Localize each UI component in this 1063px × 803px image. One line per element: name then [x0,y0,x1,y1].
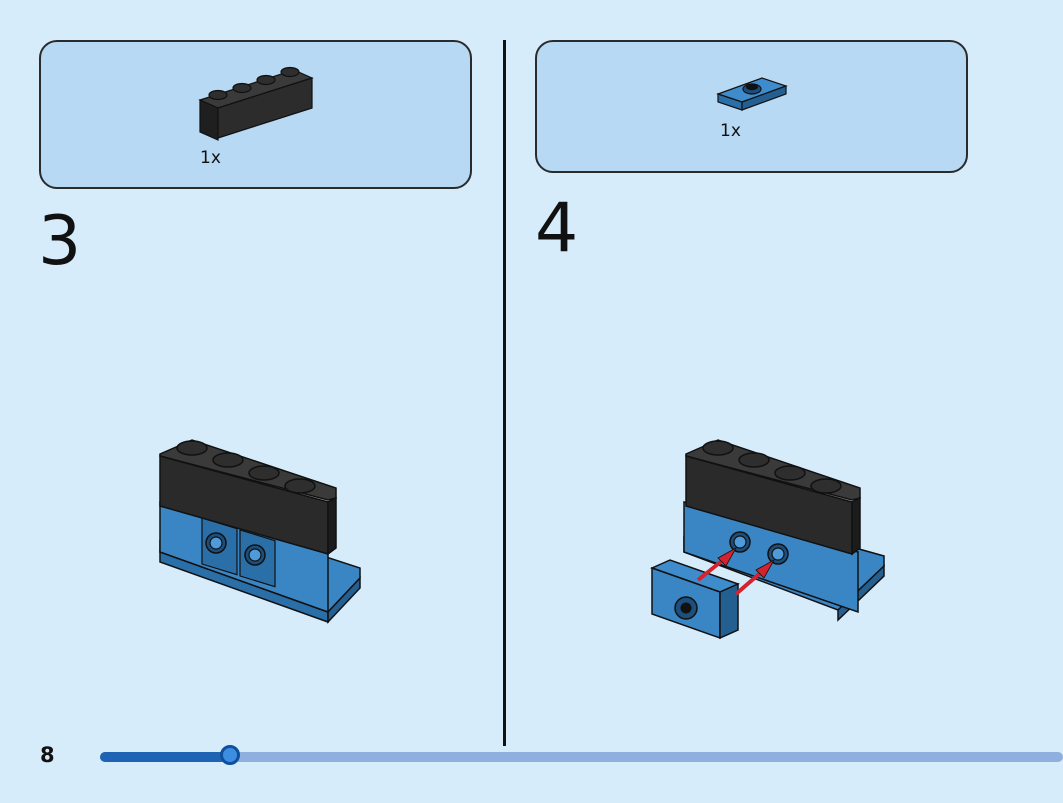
progress-track [100,752,1063,762]
progress-knob [220,745,240,765]
step-4-assembly-illustration [649,439,885,640]
step-3-assembly-illustration [159,439,361,624]
black-brick-1x4-part-icon [198,66,314,141]
blue-plate-1x2-jumper-part-icon [716,77,788,111]
step-divider [503,40,506,746]
part-quantity-step-3: 1x [200,148,221,168]
part-quantity-step-4: 1x [720,121,741,141]
page-number: 8 [40,743,55,767]
progress-fill [100,752,230,762]
step-number-3: 3 [38,202,82,281]
step-number-4: 4 [535,189,579,268]
